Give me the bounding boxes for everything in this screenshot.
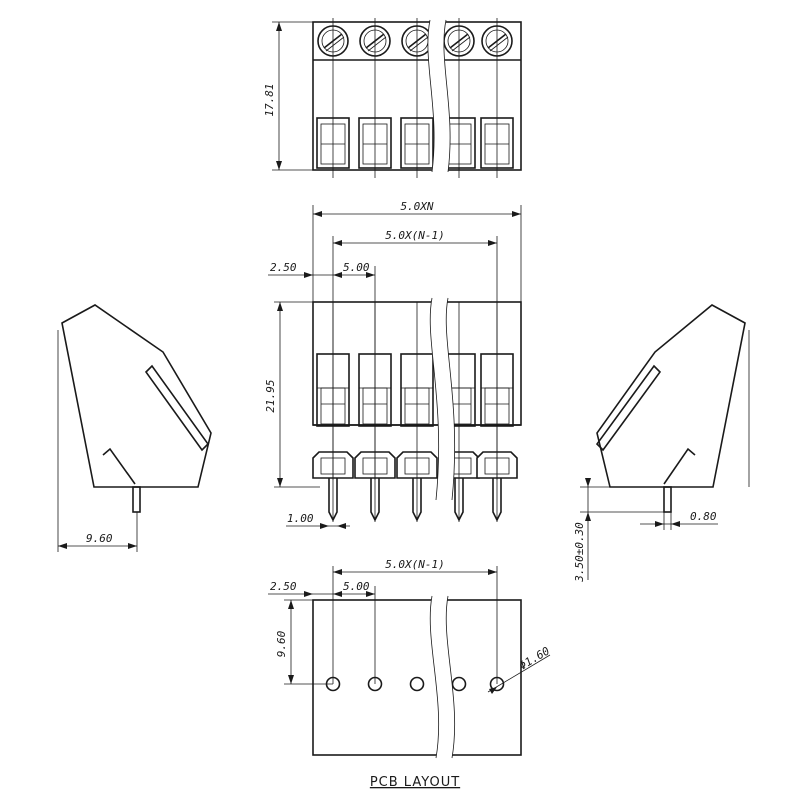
- dim-body-height: 21.95: [264, 379, 277, 412]
- dim-pin-width: 1.00: [287, 512, 314, 525]
- pcb-hole: [451, 676, 467, 692]
- front-pins: [312, 302, 518, 522]
- front-view: 5.0XN 5.0X(N-1) 2.50 5.00 21.95 1.00: [264, 200, 522, 529]
- screw-row: [317, 18, 513, 178]
- dim-pcb-edge-offset: 2.50: [270, 580, 297, 593]
- dim-hole-diameter: Φ1.60: [517, 644, 552, 672]
- dim-pcb-pitch-span: 5.0X(N-1): [385, 558, 445, 571]
- pcb-hole: [409, 676, 425, 692]
- dim-top-height: 17.81: [263, 83, 276, 116]
- pcb-layout-caption: PCB LAYOUT: [370, 775, 460, 790]
- pcb-layout-view: 5.0X(N-1) 2.50 5.00 9.60 Φ1.60 PCB LAYOU…: [268, 558, 552, 790]
- dim-overall-width: 5.0XN: [400, 200, 433, 213]
- wire-entry: [480, 117, 514, 169]
- top-view: 17.81: [263, 18, 522, 178]
- wire-entry-row: [316, 117, 514, 169]
- dim-pitch: 5.00: [343, 261, 370, 274]
- dim-pcb-pitch: 5.00: [343, 580, 370, 593]
- wire-entry: [358, 117, 392, 169]
- wire-entry: [400, 117, 434, 169]
- pcb-hole-row: [325, 676, 505, 692]
- dim-pitch-span: 5.0X(N-1): [385, 229, 445, 242]
- front-wire-entries: [316, 353, 514, 427]
- left-side-view: 9.60: [57, 304, 212, 552]
- dim-edge-offset: 2.50: [270, 261, 297, 274]
- pcb-outline: [312, 599, 522, 756]
- dim-side-depth: 9.60: [86, 532, 113, 545]
- dim-pcb-row-offset: 9.60: [275, 630, 288, 657]
- left-side-outline: [61, 304, 212, 488]
- wire-entry: [316, 117, 350, 169]
- dim-pin-length: 3.50±0.30: [573, 522, 586, 583]
- dim-pin-thickness: 0.80: [690, 510, 717, 523]
- right-side-view: 0.80 3.50±0.30: [573, 304, 750, 583]
- right-side-outline: [596, 304, 746, 488]
